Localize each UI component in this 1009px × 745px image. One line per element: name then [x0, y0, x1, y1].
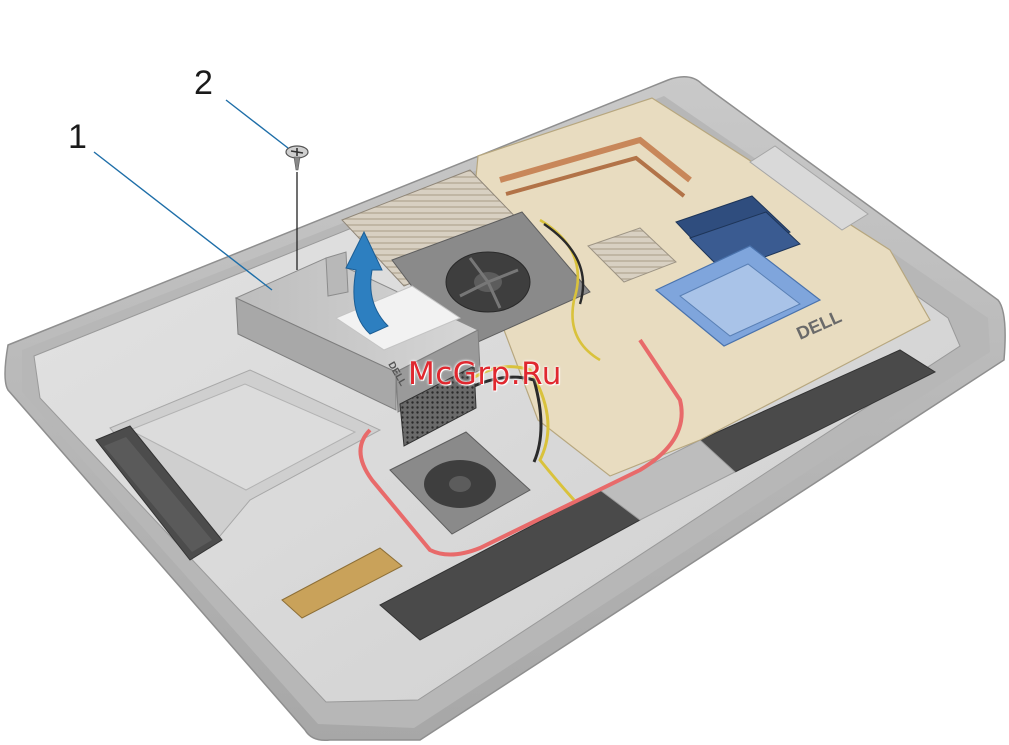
screw-icon [286, 146, 308, 170]
callout-number-2: 2 [194, 66, 213, 100]
callout-number-1: 1 [68, 120, 87, 154]
watermark-text: McGrp.Ru [408, 356, 562, 392]
callout-1-line [94, 152, 272, 290]
fan-icon [446, 252, 530, 312]
callout-2-line [226, 100, 288, 148]
